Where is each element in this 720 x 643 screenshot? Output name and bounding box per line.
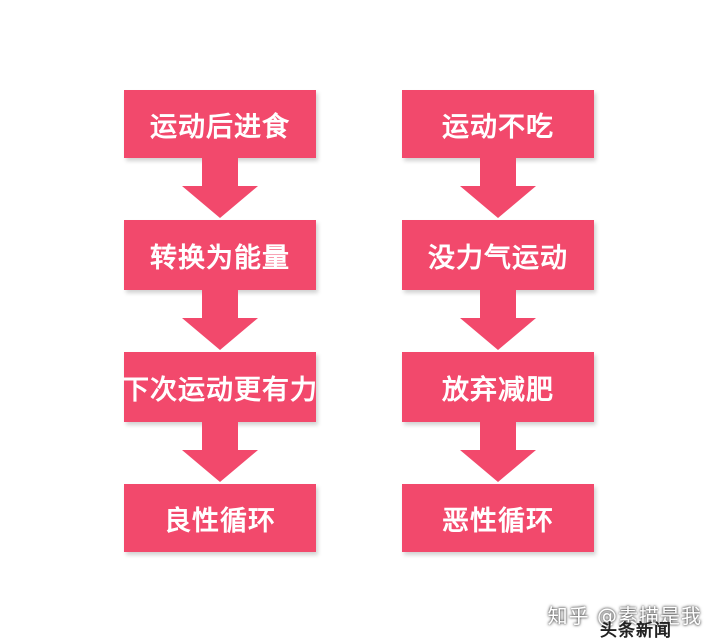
- left-arrow-3: [180, 422, 260, 482]
- left-arrow-1: [180, 158, 260, 218]
- down-arrow-icon: [460, 422, 536, 482]
- left-box-3: 下次运动更有力: [122, 352, 317, 422]
- down-arrow-icon: [460, 158, 536, 218]
- watermark-text: 知乎 @素描是我: [547, 604, 702, 628]
- left-box-4: 良性循环: [124, 484, 316, 552]
- left-box-2: 转换为能量: [124, 220, 316, 290]
- right-box-3: 放弃减肥: [402, 352, 594, 422]
- left-arrow-2: [180, 290, 260, 350]
- right-box-1: 运动不吃: [402, 90, 594, 158]
- down-arrow-icon: [182, 422, 258, 482]
- right-arrow-1: [458, 158, 538, 218]
- right-box-2: 没力气运动: [402, 220, 594, 290]
- right-arrow-3: [458, 422, 538, 482]
- watermark-overlay: 头条新闻: [600, 621, 672, 641]
- down-arrow-icon: [182, 290, 258, 350]
- right-arrow-2: [458, 290, 538, 350]
- left-box-1: 运动后进食: [124, 90, 316, 158]
- down-arrow-icon: [460, 290, 536, 350]
- right-box-4: 恶性循环: [402, 484, 594, 552]
- watermark: 知乎 @素描是我 头条新闻: [547, 600, 702, 641]
- down-arrow-icon: [182, 158, 258, 218]
